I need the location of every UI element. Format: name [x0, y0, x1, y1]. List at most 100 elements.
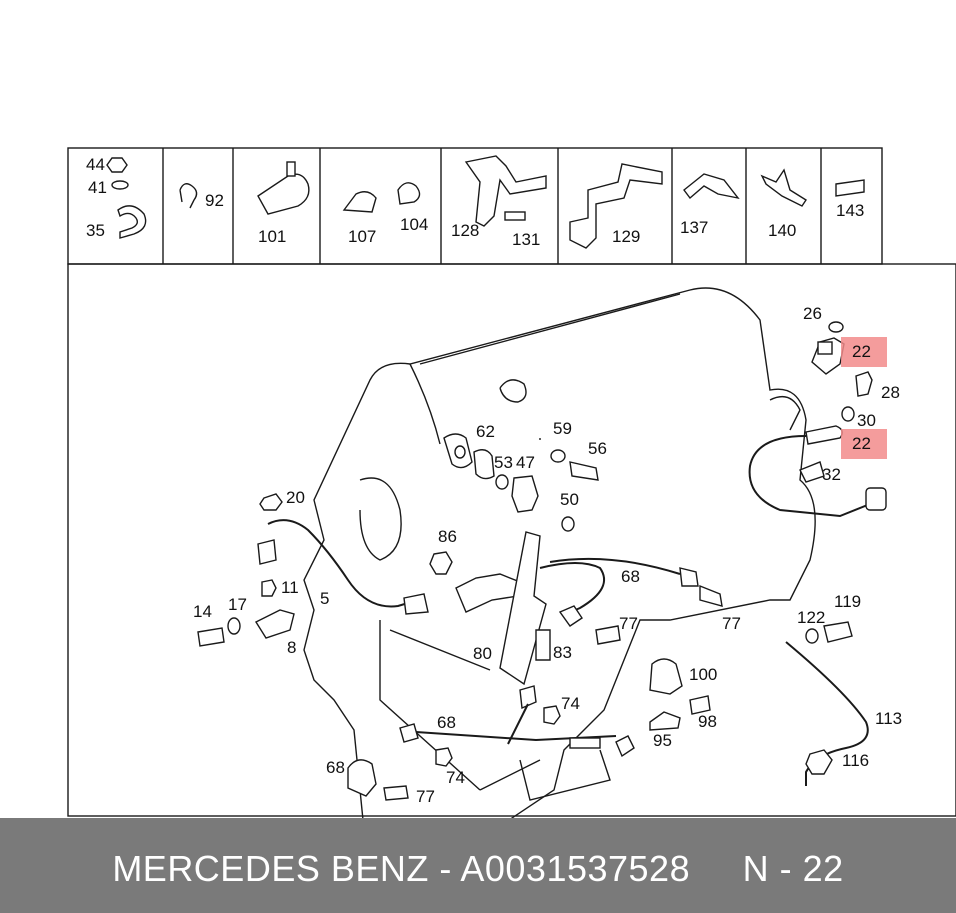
highlight-box-top	[841, 337, 887, 367]
center-harness	[429, 531, 723, 686]
clip-107-icon	[342, 191, 377, 213]
callout-98: 98	[698, 712, 717, 731]
footer-bar: MERCEDES BENZ - A0031537528 N - 22	[0, 818, 956, 913]
strip-cell-5: 128 131	[451, 155, 547, 249]
strip-cell-7: 137	[680, 173, 740, 237]
label-92: 92	[205, 191, 224, 210]
callout-77-center: 77	[619, 614, 638, 633]
callout-8: 8	[287, 638, 296, 657]
callout-100: 100	[689, 665, 717, 684]
washer-122-icon	[805, 628, 819, 644]
washer-icon	[111, 180, 129, 190]
callout-122: 122	[797, 608, 825, 627]
sensor-cable-left	[197, 493, 429, 647]
bolt-77b-icon	[699, 584, 723, 607]
footer-caption: MERCEDES BENZ - A0031537528 N - 22	[0, 848, 956, 890]
bolt-119-icon	[823, 621, 853, 643]
callout-68-lower: 68	[437, 713, 456, 732]
callout-5: 5	[320, 589, 329, 608]
bolt-77a-icon	[595, 625, 621, 645]
callout-17: 17	[228, 595, 247, 614]
callout-77-lower: 77	[416, 787, 435, 806]
nut-20-icon	[259, 493, 283, 511]
label-131: 131	[512, 230, 540, 249]
callout-26: 26	[803, 304, 822, 323]
strip-cell-3: 101	[257, 161, 310, 246]
label-140: 140	[768, 221, 796, 240]
bracket-95-icon	[649, 711, 681, 731]
callout-116: 116	[842, 751, 869, 770]
callout-68-left: 68	[326, 758, 345, 777]
strip-cell-2: 92	[179, 183, 224, 210]
bracket-80-icon	[499, 531, 547, 686]
nut-icon	[106, 157, 128, 173]
label-104: 104	[400, 215, 428, 234]
bolt-83-icon	[535, 629, 551, 661]
hose-clip-icon	[179, 183, 198, 209]
gasket-62-icon	[443, 433, 473, 469]
callout-11: 11	[281, 578, 299, 597]
callout-74-right: 74	[561, 694, 580, 713]
engine-block	[303, 287, 816, 851]
bolt-28-icon	[855, 371, 873, 397]
main-frame	[67, 263, 956, 817]
sensor-68-icon	[347, 759, 377, 797]
bolt-131-icon	[504, 211, 526, 221]
flange-parts	[443, 433, 599, 532]
callout-86: 86	[438, 527, 457, 546]
washer-30-icon	[841, 406, 855, 422]
bolt-98-icon	[689, 695, 711, 715]
bolt-14-icon	[197, 627, 225, 647]
strip-cell-8: 140	[760, 168, 807, 240]
nut-86-icon	[429, 551, 453, 575]
nut-11-icon	[261, 579, 277, 597]
brand-name: MERCEDES BENZ	[112, 848, 429, 889]
strip-cell-4: 107 104	[342, 182, 428, 246]
bolt-56-icon	[569, 461, 599, 481]
bolt-77c-icon	[383, 785, 409, 801]
camshaft-sensor-top	[811, 321, 873, 422]
callout-53: 53	[494, 453, 513, 472]
callout-22-bottom: 22	[852, 434, 871, 453]
nut-74a-icon	[543, 705, 561, 725]
callout-56: 56	[588, 439, 607, 458]
bracket-8-icon	[254, 609, 295, 639]
callouts: 26 22 28 30 22 32 62 59 53 47 56 50 20 8…	[193, 304, 902, 806]
clamp-104-icon	[397, 182, 421, 205]
separator: -	[428, 848, 461, 889]
label-101: 101	[258, 227, 286, 246]
callout-74-lower: 74	[446, 768, 465, 787]
callout-95: 95	[653, 731, 672, 750]
callout-32: 32	[822, 465, 841, 484]
strip-cell-6: 129	[569, 163, 663, 249]
callout-68-center: 68	[621, 567, 640, 586]
callout-77-right: 77	[722, 614, 741, 633]
plate-143-icon	[835, 179, 865, 197]
nut-116-icon	[805, 749, 833, 775]
nut-74b-icon	[435, 747, 453, 767]
crank-sensor-cable	[748, 425, 887, 518]
bracket-100-icon	[649, 658, 683, 695]
bracket-137-icon	[683, 173, 740, 200]
seal-ring-icon	[828, 321, 844, 333]
callout-20: 20	[286, 488, 305, 507]
bracket-128-icon	[464, 155, 547, 227]
sensor-47-icon	[511, 475, 539, 513]
bracket-clamp-icon	[257, 173, 310, 215]
lower-harness	[347, 685, 635, 801]
label-41: 41	[88, 178, 107, 197]
callout-50: 50	[560, 490, 579, 509]
bracket-129-icon	[569, 163, 663, 249]
label-35: 35	[86, 221, 105, 240]
strip-cell-1: 44 41 35	[86, 155, 147, 240]
callout-59: 59	[553, 419, 572, 438]
callout-28: 28	[881, 383, 900, 402]
part-number: A0031537528	[460, 848, 691, 889]
callout-83: 83	[553, 643, 572, 662]
position-code: N - 22	[742, 848, 844, 889]
label-44: 44	[86, 155, 105, 174]
callout-30: 30	[857, 411, 876, 430]
right-parts	[649, 621, 869, 786]
strip-cell-9: 143	[835, 179, 865, 220]
